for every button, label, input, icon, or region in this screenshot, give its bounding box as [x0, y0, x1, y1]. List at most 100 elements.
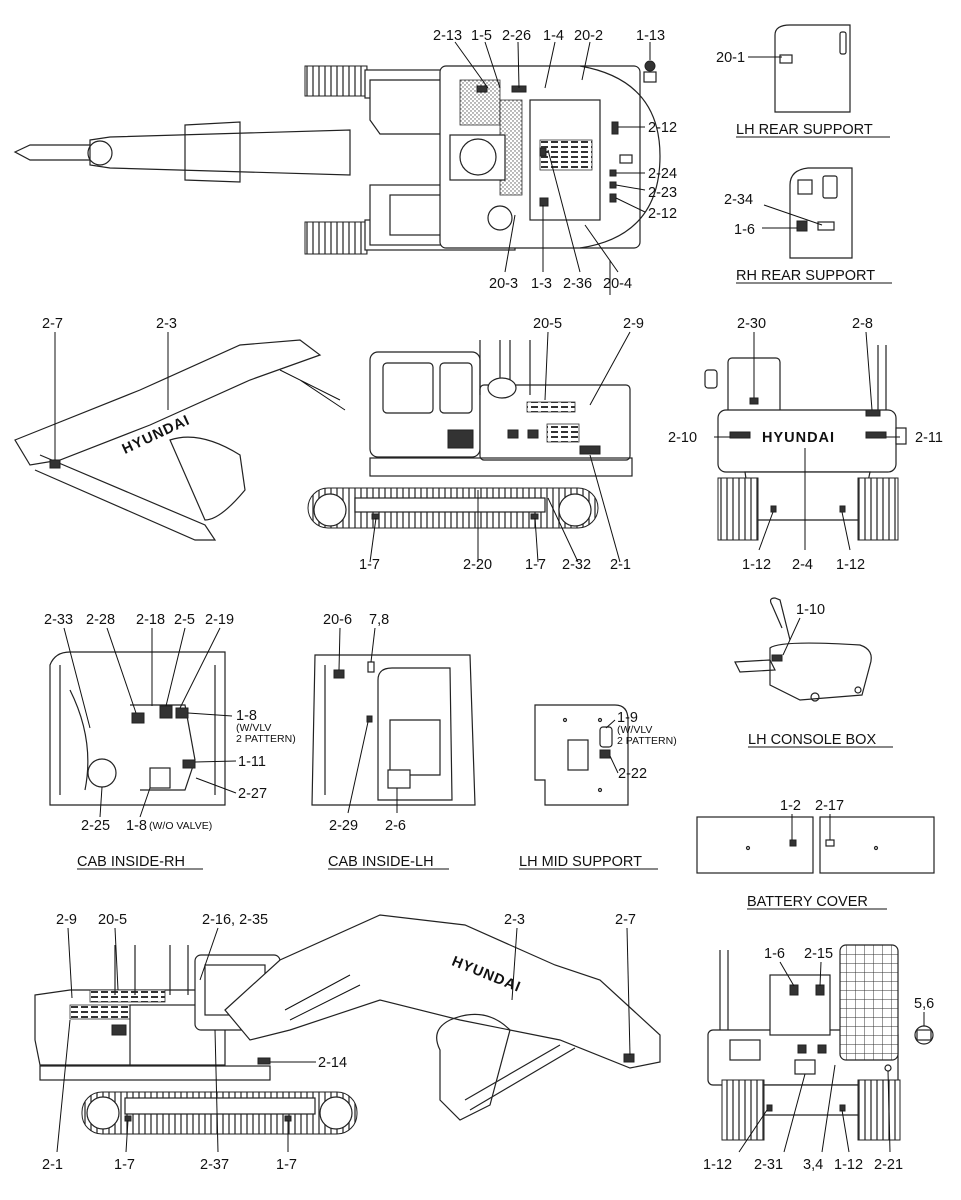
callout-1-12-bottom: 1-12: [703, 1157, 732, 1173]
note-wvlv: (W/VLV: [236, 722, 271, 734]
callout-2-36: 2-36: [563, 276, 592, 292]
callout-2-4: 2-4: [792, 557, 813, 573]
callout-2-5: 2-5: [174, 612, 195, 628]
callout-2-6: 2-6: [385, 818, 406, 834]
callout-2-8: 2-8: [852, 316, 873, 332]
cab-inside-lh-leaders: [338, 627, 398, 814]
callout-2-21: 2-21: [874, 1157, 903, 1173]
callout-2-24: 2-24: [648, 166, 677, 182]
cab-inside-lh-drawing: [311, 654, 476, 806]
callout-2-16-2-35: 2-16, 2-35: [202, 912, 268, 928]
callout-1-5: 1-5: [471, 28, 492, 44]
callout-2-1-bottom: 2-1: [42, 1157, 63, 1173]
lh-console-box-title: LH CONSOLE BOX: [748, 732, 876, 748]
side-view-drawing: [14, 339, 633, 541]
callout-1-12-right: 1-12: [836, 557, 865, 573]
callout-2-31: 2-31: [754, 1157, 783, 1173]
note-wo-valve: (W/O VALVE): [149, 820, 212, 832]
cab-inside-rh-title: CAB INSIDE-RH: [77, 854, 185, 870]
callout-2-20: 2-20: [463, 557, 492, 573]
callout-1-2: 1-2: [780, 798, 801, 814]
callout-1-9: 1-9: [617, 710, 638, 726]
callout-2-10: 2-10: [668, 430, 697, 446]
callout-2-11: 2-11: [915, 430, 943, 446]
callout-2-3-bottom: 2-3: [504, 912, 525, 928]
battery-cover-title: BATTERY COVER: [747, 894, 868, 910]
top-view-drawing: [13, 65, 661, 255]
callout-2-27: 2-27: [238, 786, 267, 802]
callout-7-8: 7,8: [369, 612, 389, 628]
callout-2-29: 2-29: [329, 818, 358, 834]
callout-1-11: 1-11: [238, 754, 266, 770]
callout-20-5: 20-5: [533, 316, 562, 332]
cab-inside-lh-title: CAB INSIDE-LH: [328, 854, 434, 870]
callout-2-1: 2-1: [610, 557, 631, 573]
lh-console-box-drawing: [734, 597, 872, 702]
lh-rear-support-drawing: [748, 24, 851, 113]
callout-1-12-bottom-right: 1-12: [834, 1157, 863, 1173]
side-view-leaders: [54, 331, 631, 563]
callout-2-34: 2-34: [724, 192, 753, 208]
note-wvlv-mid: (W/VLV: [617, 724, 652, 736]
callout-2-18: 2-18: [136, 612, 165, 628]
rear-brand-logo: HYUNDAI: [762, 430, 835, 446]
battery-cover-drawing: [696, 814, 935, 874]
callout-1-4: 1-4: [543, 28, 564, 44]
callout-2-25: 2-25: [81, 818, 110, 834]
bottom-side-view-leaders: [56, 927, 631, 1153]
callout-1-7: 1-7: [359, 557, 380, 573]
rh-rear-support-drawing: [762, 167, 853, 259]
lh-rear-support-title: LH REAR SUPPORT: [736, 122, 873, 138]
callout-2-9-bottom: 2-9: [56, 912, 77, 928]
rear-view-leaders: [714, 331, 900, 551]
callout-2-12: 2-12: [648, 120, 677, 136]
bottom-side-view-drawing: [34, 914, 661, 1135]
note-2-pattern: 2 PATTERN): [236, 733, 296, 745]
callout-2-26: 2-26: [502, 28, 531, 44]
callout-2-28: 2-28: [86, 612, 115, 628]
callout-2-7-bottom: 2-7: [615, 912, 636, 928]
callout-2-15: 2-15: [804, 946, 833, 962]
callout-20-6: 20-6: [323, 612, 352, 628]
callout-1-6-bottom: 1-6: [764, 946, 785, 962]
callout-20-4: 20-4: [603, 276, 632, 292]
callout-20-1: 20-1: [716, 50, 745, 66]
part-1-13-icon: [643, 60, 657, 83]
callout-2-19: 2-19: [205, 612, 234, 628]
callout-1-8-wo-valve: 1-8: [126, 818, 147, 834]
callout-1-7-right: 1-7: [525, 557, 546, 573]
callout-2-14: 2-14: [318, 1055, 347, 1071]
callout-1-8: 1-8: [236, 708, 257, 724]
bottom-rear-view-leaders: [738, 961, 925, 1153]
note-2-pattern-mid: 2 PATTERN): [617, 735, 677, 747]
cab-inside-rh-leaders: [63, 627, 237, 818]
callout-2-7: 2-7: [42, 316, 63, 332]
callout-1-10: 1-10: [796, 602, 825, 618]
callout-1-6-rh: 1-6: [734, 222, 755, 238]
callout-1-3: 1-3: [531, 276, 552, 292]
callout-2-32: 2-32: [562, 557, 591, 573]
callout-1-7-bottom-right: 1-7: [276, 1157, 297, 1173]
callout-2-17: 2-17: [815, 798, 844, 814]
bottom-rear-view-drawing: [707, 944, 934, 1141]
lh-mid-support-title: LH MID SUPPORT: [519, 854, 642, 870]
callout-2-23: 2-23: [648, 185, 677, 201]
callout-2-37: 2-37: [200, 1157, 229, 1173]
callout-2-33: 2-33: [44, 612, 73, 628]
callout-2-3: 2-3: [156, 316, 177, 332]
callout-5-6: 5,6: [914, 996, 934, 1012]
callout-20-3: 20-3: [489, 276, 518, 292]
rh-rear-support-title: RH REAR SUPPORT: [736, 268, 875, 284]
top-view-leaders: [454, 41, 651, 295]
lh-mid-support-drawing: [534, 704, 629, 806]
callout-1-12: 1-12: [742, 557, 771, 573]
callout-20-5-bottom: 20-5: [98, 912, 127, 928]
callout-2-22: 2-22: [618, 766, 647, 782]
callout-1-7-bottom: 1-7: [114, 1157, 135, 1173]
callout-1-13: 1-13: [636, 28, 665, 44]
callout-2-30: 2-30: [737, 316, 766, 332]
callout-2-13: 2-13: [433, 28, 462, 44]
callout-3-4: 3,4: [803, 1157, 823, 1173]
callout-2-12-lower: 2-12: [648, 206, 677, 222]
